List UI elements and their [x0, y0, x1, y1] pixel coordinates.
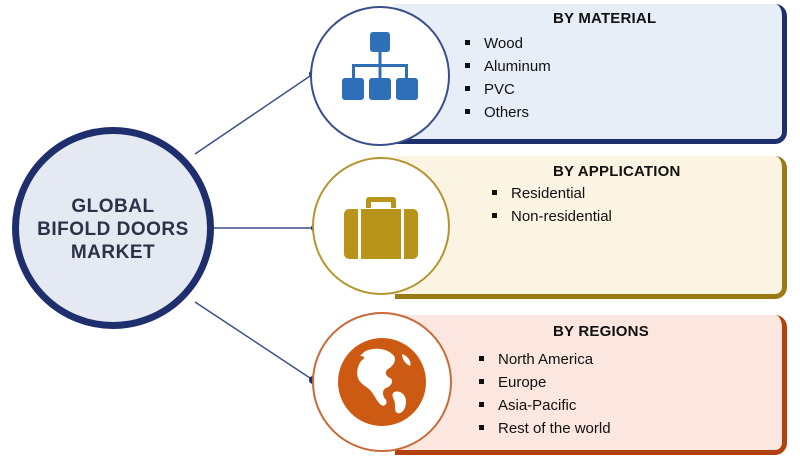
list-item: Residential — [492, 182, 612, 205]
material-title: BY MATERIAL — [553, 10, 657, 27]
list-item: Non-residential — [492, 205, 612, 228]
connector-line-material — [194, 73, 314, 155]
regions-title: BY REGIONS — [553, 323, 649, 340]
application-icon-circle — [312, 157, 450, 295]
list-item: Europe — [479, 371, 611, 394]
application-title: BY APPLICATION — [553, 163, 681, 180]
material-panel: BY MATERIAL Wood Aluminum PVC Others — [395, 4, 787, 144]
hierarchy-icon — [342, 32, 418, 100]
list-item: North America — [479, 348, 611, 371]
market-title-line: GLOBAL — [71, 196, 155, 217]
application-panel: BY APPLICATION Residential Non-residenti… — [395, 156, 787, 299]
regions-list: North America Europe Asia-Pacific Rest o… — [479, 348, 611, 440]
market-title-line: BIFOLD DOORS — [37, 219, 189, 240]
globe-icon — [338, 338, 426, 426]
regions-panel: BY REGIONS North America Europe Asia-Pac… — [395, 315, 787, 455]
briefcase-icon — [344, 197, 418, 259]
market-circle — [12, 127, 214, 329]
market-title: GLOBAL BIFOLD DOORS MARKET — [12, 195, 214, 264]
material-list: Wood Aluminum PVC Others — [465, 32, 551, 124]
list-item: Wood — [465, 32, 551, 55]
list-item: Rest of the world — [479, 417, 611, 440]
list-item: Others — [465, 101, 551, 124]
list-item: PVC — [465, 78, 551, 101]
list-item: Asia-Pacific — [479, 394, 611, 417]
regions-icon-circle — [312, 312, 452, 452]
list-item: Aluminum — [465, 55, 551, 78]
connector-line-regions — [194, 301, 314, 381]
material-icon-circle — [310, 6, 450, 146]
application-list: Residential Non-residential — [492, 182, 612, 228]
market-title-line: MARKET — [70, 242, 156, 263]
